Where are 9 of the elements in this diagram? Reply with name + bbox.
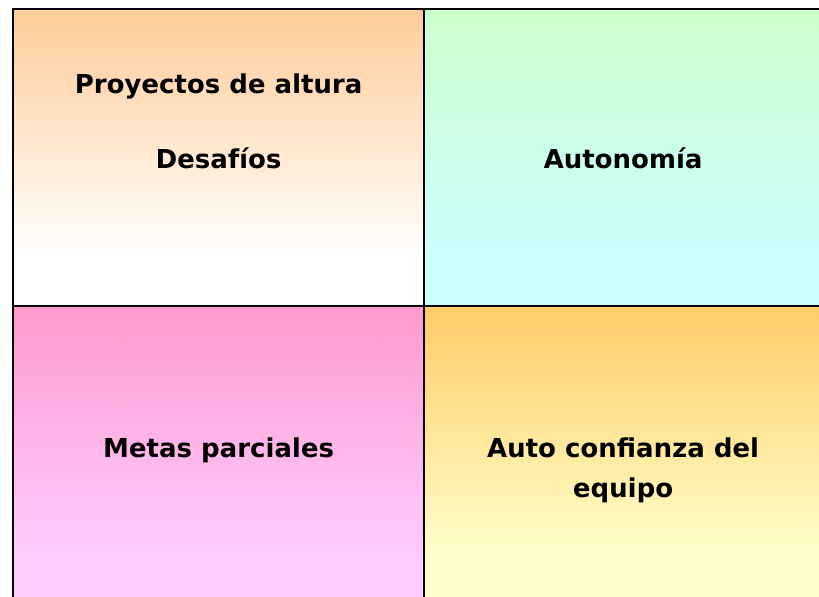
quadrant-label: Proyectos de altura xyxy=(74,69,364,102)
quadrant-label: Desafíos xyxy=(154,144,282,177)
quadrant-label: Metas parciales xyxy=(102,433,335,466)
quadrant-label: Autonomía xyxy=(542,144,704,177)
quadrant-box xyxy=(423,305,819,597)
quadrant-label: Auto confianza del equipo xyxy=(486,433,760,506)
quadrant-box xyxy=(12,8,425,307)
quadrant-box xyxy=(423,8,819,307)
quadrant-box xyxy=(12,305,425,597)
